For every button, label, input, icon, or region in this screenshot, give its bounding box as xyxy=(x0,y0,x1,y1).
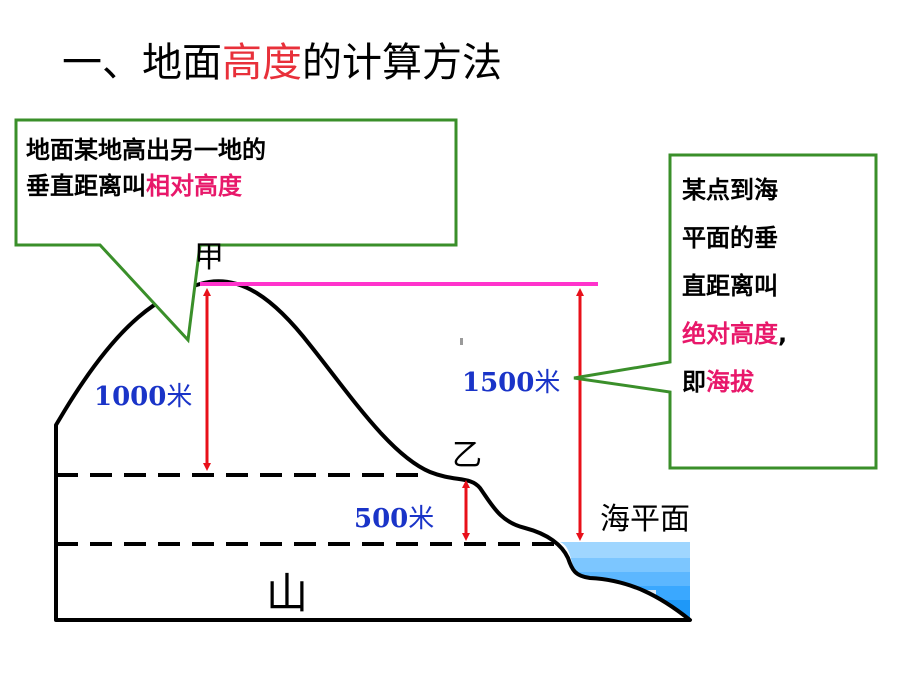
relative-height-term: 相对高度 xyxy=(146,172,242,200)
callout-left-text: 地面某地高出另一地的 垂直距离叫相对高度 xyxy=(26,132,456,204)
height-1500-number: 1500 xyxy=(462,368,535,398)
height-1000-unit: 米 xyxy=(166,382,193,412)
callout-left-line2-prefix: 垂直距离叫 xyxy=(26,172,146,200)
callout-left-line2: 垂直距离叫相对高度 xyxy=(26,168,456,204)
height-500-label: 500米 xyxy=(354,498,434,535)
absolute-height-term: 绝对高度 xyxy=(682,320,778,348)
title-highlight: 高度 xyxy=(222,40,302,86)
callout-right-line4-suffix: , xyxy=(778,320,788,348)
callout-right-line4: 绝对高度, xyxy=(682,310,872,358)
sea-water xyxy=(560,542,690,620)
callout-right-line2: 平面的垂 xyxy=(682,224,778,252)
callout-right-text: 某点到海 平面的垂 直距离叫 绝对高度, 即海拔 xyxy=(682,166,872,406)
height-1000-number: 1000 xyxy=(94,382,167,412)
height-1000-label: 1000米 xyxy=(94,376,192,413)
height-500-number: 500 xyxy=(354,504,409,534)
page-title: 一、地面高度的计算方法 xyxy=(62,30,502,88)
mountain-label: 山 xyxy=(266,569,309,618)
height-1500-unit: 米 xyxy=(534,368,561,398)
height-500-unit: 米 xyxy=(408,504,435,534)
callout-right-line5-prefix: 即 xyxy=(682,368,706,396)
callout-left-line1: 地面某地高出另一地的 xyxy=(26,136,266,164)
mountain-outline xyxy=(54,279,692,622)
sea-level-label: 海平面 xyxy=(600,502,690,537)
title-suffix: 的计算方法 xyxy=(302,40,502,86)
title-prefix: 一、地面 xyxy=(62,40,222,86)
callout-right-line1: 某点到海 xyxy=(682,176,778,204)
height-1500-label: 1500米 xyxy=(462,362,560,399)
callout-right-line3: 直距离叫 xyxy=(682,272,778,300)
stray-mark xyxy=(460,338,463,345)
callout-right-line5: 即海拔 xyxy=(682,358,872,406)
point-yi-label: 乙 xyxy=(452,438,482,473)
callout-right-box xyxy=(573,153,878,470)
callout-left-box xyxy=(14,118,458,344)
point-jia-label: 甲 xyxy=(194,240,224,275)
altitude-term: 海拔 xyxy=(706,368,754,396)
